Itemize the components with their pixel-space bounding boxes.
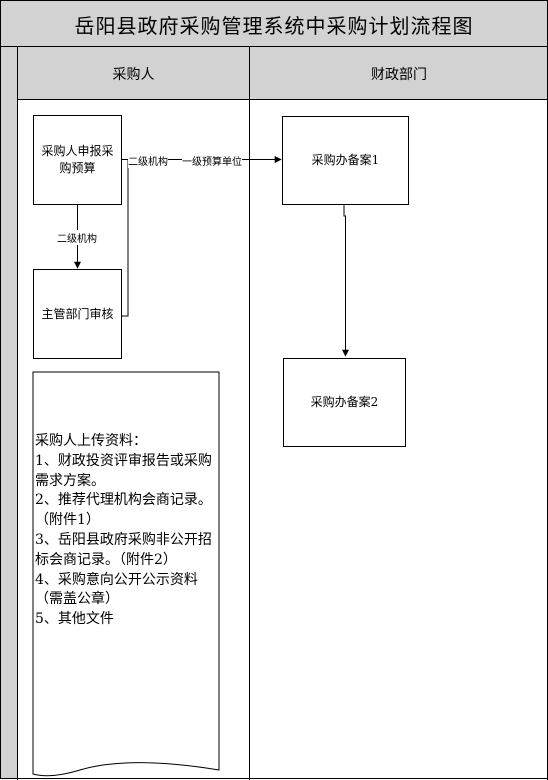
node-record-2-label: 采购办备案2 <box>310 395 379 409</box>
edge-label-apply-to-review: 二级机构 <box>57 230 97 245</box>
document-shape <box>32 371 220 777</box>
document-upload-list: 采购人上传资料： 1、财政投资评审报告或采购需求方案。 2、推荐代理机构会商记录… <box>35 433 212 628</box>
node-record-1: 采购办备案1 <box>282 116 409 205</box>
diagram-title: 岳阳县政府采购管理系统中采购计划流程图 <box>74 14 474 38</box>
lane-header-finance: 财政部门 <box>250 47 548 100</box>
edge-label-primary-unit: 一级预算单位 <box>182 153 242 168</box>
lane-header-purchaser: 采购人 <box>18 47 249 100</box>
title-bar: 岳阳县政府采购管理系统中采购计划流程图 <box>0 0 548 47</box>
node-supervisor-review-label: 主管部门审核 <box>41 306 114 321</box>
arrow-record1-to-record2 <box>342 204 349 357</box>
node-record-2: 采购办备案2 <box>283 358 406 447</box>
lane-title-purchaser: 采购人 <box>112 67 155 83</box>
node-supervisor-review: 主管部门审核 <box>33 269 122 359</box>
connector-review-to-record1 <box>121 159 129 317</box>
node-record-1-label: 采购办备案1 <box>311 153 380 167</box>
lane-title-finance: 财政部门 <box>371 67 427 83</box>
edge-label-secondary-org: 二级机构 <box>128 153 168 168</box>
node-apply-budget: 采购人申报采购预算 <box>33 115 122 205</box>
node-apply-budget-label: 采购人申报采购预算 <box>41 144 114 175</box>
